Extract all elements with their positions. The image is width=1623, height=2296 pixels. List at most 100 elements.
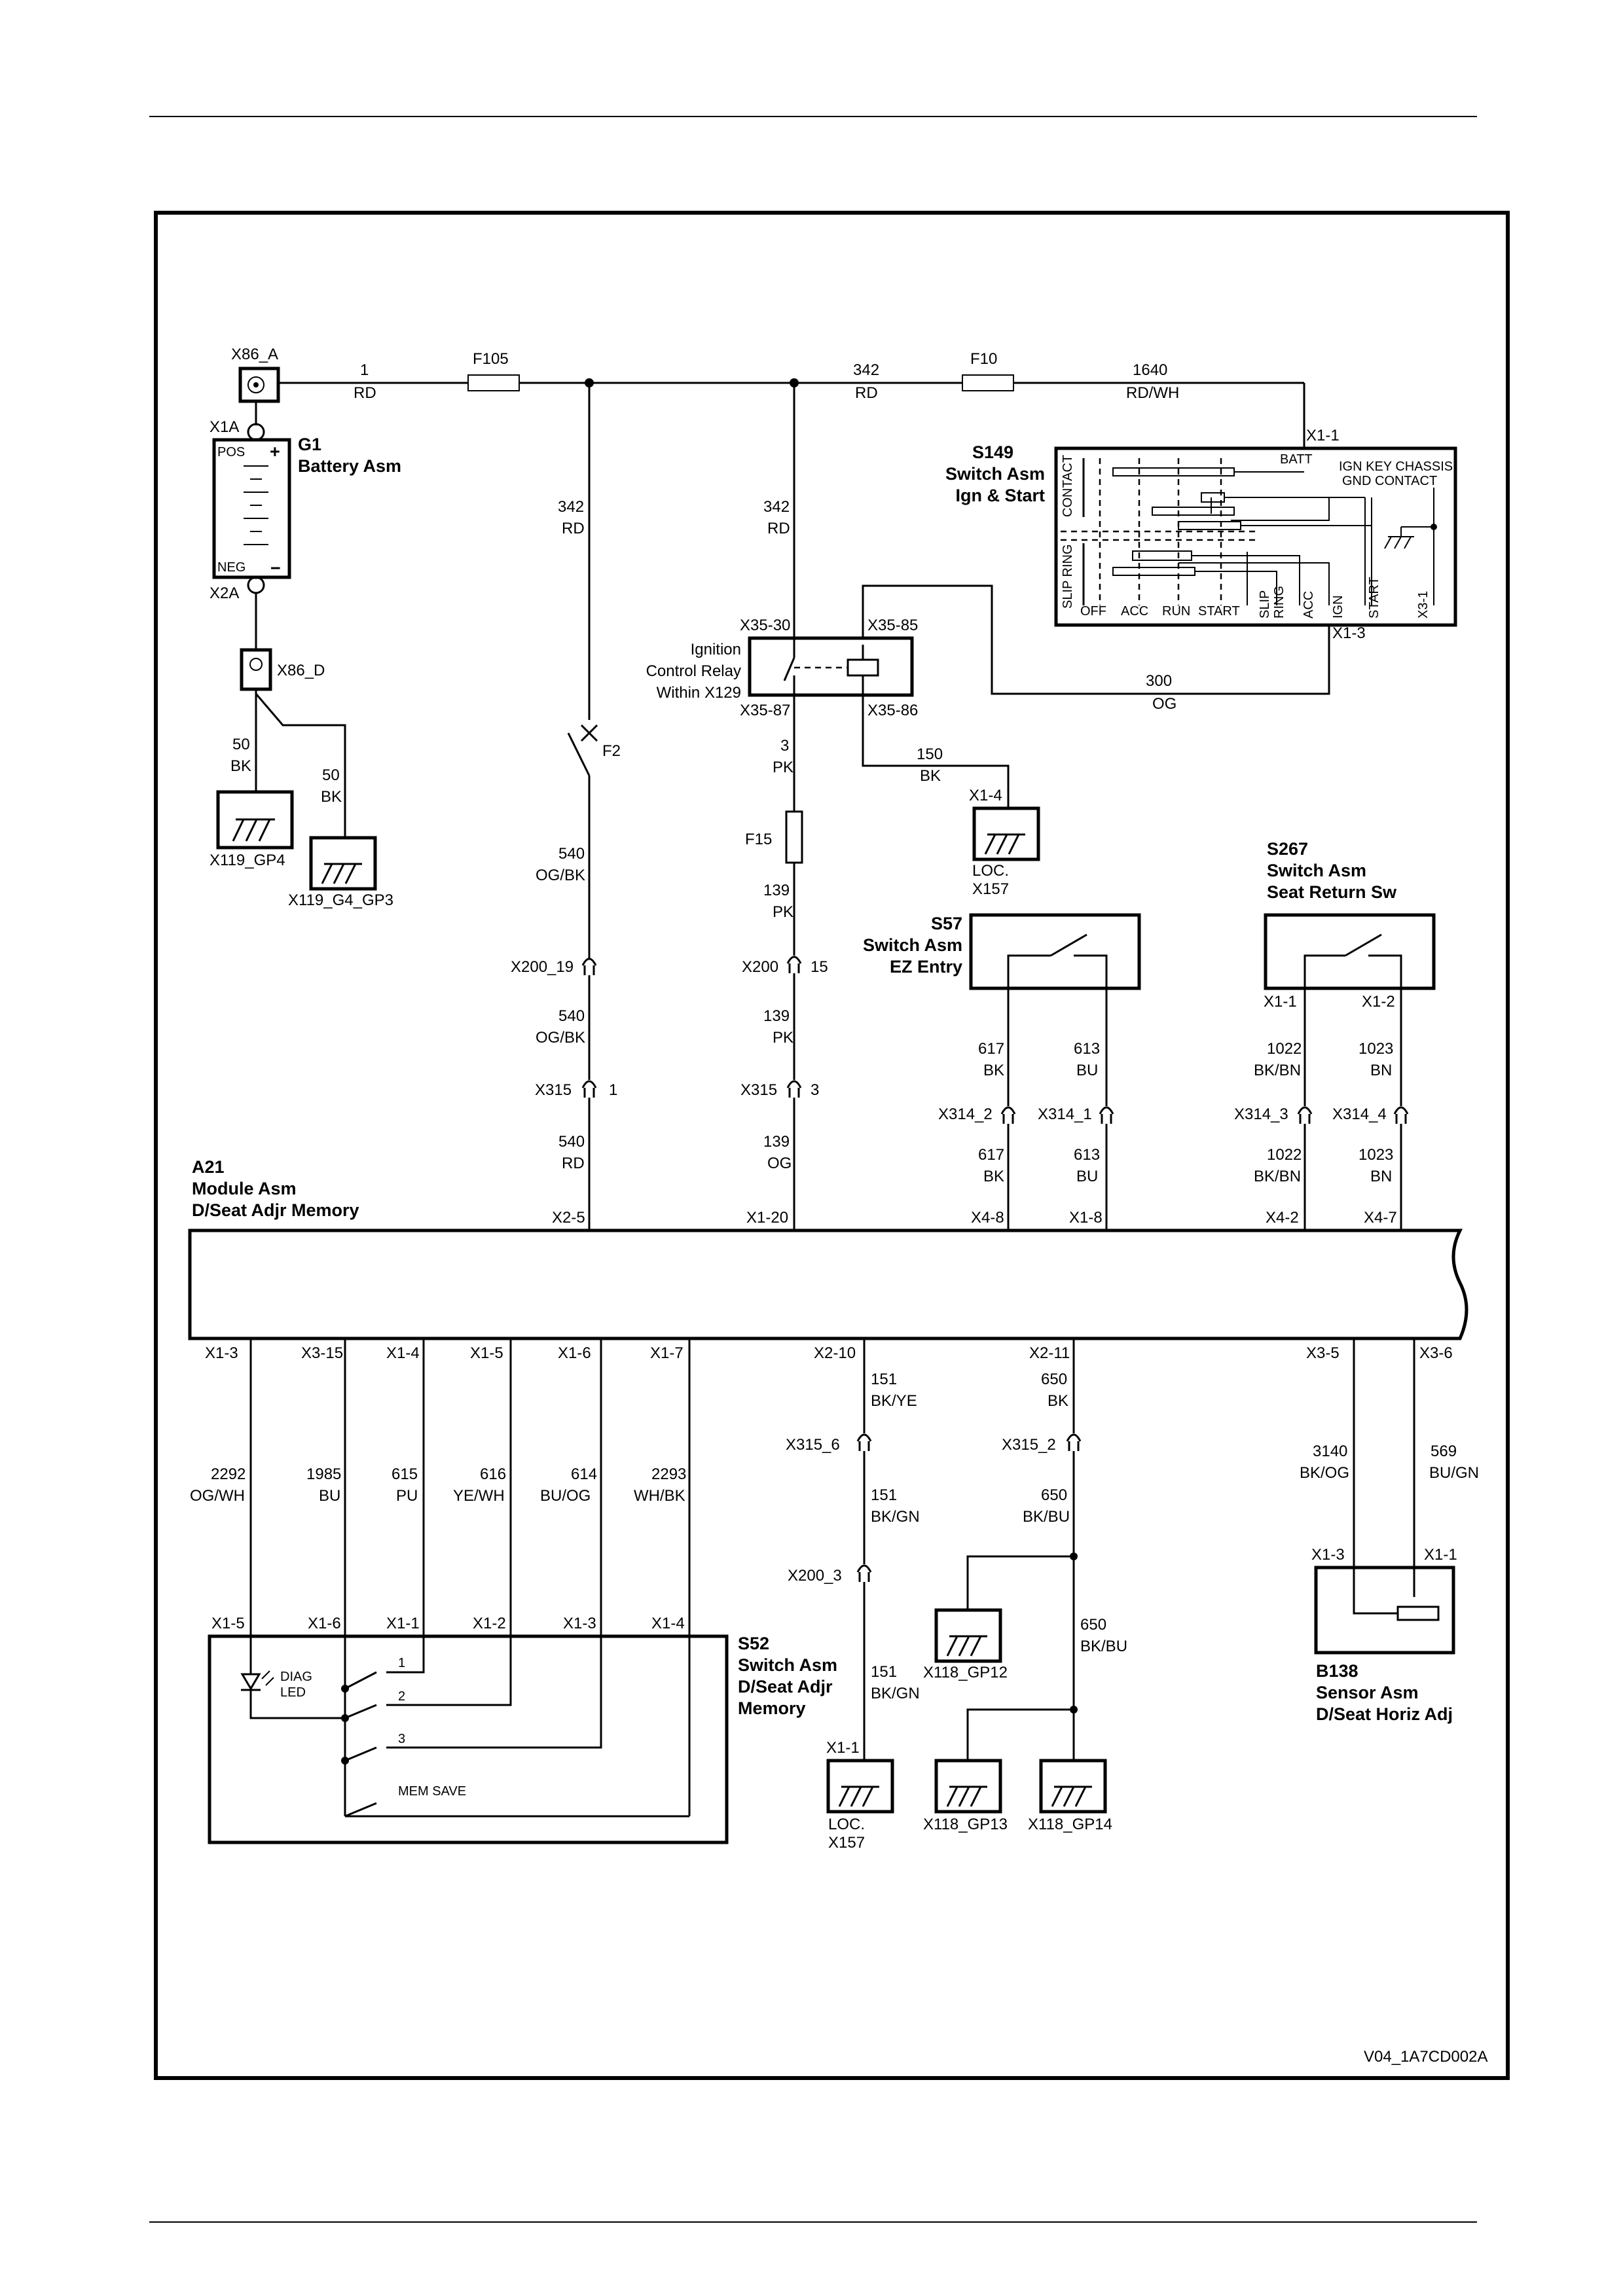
s52-x1-6: X1-6 (308, 1615, 341, 1632)
battery-minus-icon: − (270, 558, 281, 578)
wire-650b-color: BK/BU (1023, 1508, 1070, 1526)
s267-box (1264, 913, 1436, 990)
a21-x1-8: X1-8 (1069, 1209, 1103, 1227)
fuse-f15 (785, 810, 803, 864)
x315-1-pin: 1 (609, 1081, 617, 1099)
wire-617b-color: BK (983, 1168, 1004, 1185)
wire-1640-color: RD/WH (1126, 384, 1179, 402)
a21-x4-8: X4-8 (971, 1209, 1004, 1227)
x86d-ring-icon (249, 658, 263, 671)
wire-540c-number: 540 (558, 1133, 585, 1151)
s267-seat-return-switch: S267 Switch Asm Seat Return Sw X1-1 X1-2… (1234, 839, 1436, 1230)
wire-1022b-number: 1022 (1267, 1146, 1302, 1164)
s149-sub1: Switch Asm (945, 464, 1045, 484)
wire-540b-number: 540 (558, 1007, 585, 1025)
wire-151cc-color: BK/GN (871, 1685, 920, 1702)
x314-4-label: X314_4 (1332, 1105, 1387, 1123)
wire-615-color: PU (396, 1487, 418, 1505)
ground-loc-2: LOC. (828, 1816, 865, 1833)
wire-139b-number: 139 (763, 1007, 790, 1025)
wire-3140-color: BK/OG (1300, 1464, 1349, 1482)
ground-x1-1: X1-1 (826, 1739, 860, 1757)
wire-1023a-number: 1023 (1359, 1040, 1393, 1058)
s149-sub2: Ign & Start (955, 486, 1045, 505)
ground-x157-2: X157 (828, 1834, 865, 1852)
diagram-frame (154, 211, 1510, 2080)
fuse-f15-label: F15 (745, 831, 772, 848)
wire-50a-color: BK (230, 757, 251, 775)
ground-gp4 (216, 790, 294, 850)
wire-139c-number: 139 (763, 1133, 790, 1151)
s52-x1-4: X1-4 (651, 1615, 685, 1632)
a21-sub1: Module Asm (192, 1179, 297, 1198)
fuse-f105-label: F105 (473, 350, 509, 368)
battery-pos: POS (217, 445, 245, 459)
s149-pos-acc: ACC (1121, 604, 1148, 619)
battery-feed: X86_A 1 RD F105 342 RD F10 1640 RD/WH (231, 346, 1305, 448)
a21-x1-6: X1-6 (558, 1344, 591, 1362)
s149-chassis-node (1431, 524, 1437, 530)
s52-box (208, 1634, 729, 1844)
x315-3-label: X315 (740, 1081, 777, 1099)
s52-pos-2: 2 (398, 1689, 405, 1704)
s52-x1-1: X1-1 (386, 1615, 420, 1632)
wire-616-number: 616 (480, 1465, 506, 1483)
relay-title-1: Ignition (691, 641, 741, 658)
s267-title: S267 (1267, 839, 1308, 859)
s52-x1-5: X1-5 (211, 1615, 245, 1632)
a21-x1-4: X1-4 (386, 1344, 420, 1362)
wire-342-number: 342 (853, 361, 879, 379)
ground-gp12-icon (946, 1635, 987, 1657)
wire-1-color: RD (354, 384, 376, 402)
led-rays-icon (261, 1670, 274, 1686)
s149-slipring: SLIP RING (1061, 544, 1075, 609)
s52-pos-1: 1 (398, 1656, 405, 1670)
x1a-pin (247, 423, 265, 441)
wire-613b-color: BU (1076, 1168, 1098, 1185)
a21-x4-2: X4-2 (1266, 1209, 1299, 1227)
a21-sub2: D/Seat Adjr Memory (192, 1200, 359, 1220)
wire-2293-number: 2293 (651, 1465, 686, 1483)
circuit-f2: 342 RD F2 540 OG/BK X200_19 540 OG/BK X3… (511, 383, 621, 1230)
wire-3-number: 3 (780, 737, 789, 755)
ground-gp12-label: X118_GP12 (923, 1664, 1008, 1681)
battery-neg: NEG (217, 560, 246, 575)
wire-650a-number: 650 (1041, 1371, 1067, 1388)
relay-x35-87: X35-87 (740, 702, 790, 719)
b138-x1-3: X1-3 (1311, 1546, 1345, 1564)
wire-614-number: 614 (571, 1465, 597, 1483)
wire-617a-color: BK (983, 1062, 1004, 1079)
wire-1985-color: BU (319, 1487, 340, 1505)
wire-342c-number: 342 (763, 498, 790, 516)
battery-box (212, 438, 291, 579)
wire-50b-number: 50 (322, 766, 340, 784)
wire-1985-number: 1985 (306, 1465, 341, 1483)
s149-contact: CONTACT (1061, 455, 1075, 517)
ground-gp14-icon (1051, 1785, 1092, 1807)
x86d-label: X86_D (277, 662, 325, 679)
diagram-code: V04_1A7CD002A (1364, 2048, 1487, 2066)
wire-650a-color: BK (1048, 1392, 1068, 1410)
s267-sub2: Seat Return Sw (1267, 882, 1397, 902)
wire-342-color: RD (855, 384, 878, 402)
wire-300-color: OG (1152, 695, 1176, 713)
wire-300-number: 300 (1146, 672, 1172, 690)
s149-ignition-switch: X1-1 S149 Switch Asm Ign & Start BATT IG… (862, 427, 1457, 713)
x86a-ring-icon (247, 376, 264, 393)
s52-sub1: Switch Asm (738, 1655, 837, 1675)
wire-617b-number: 617 (978, 1146, 1004, 1164)
a21-module: A21 Module Asm D/Seat Adjr Memory X1-3 X… (188, 1157, 1468, 1362)
relay-x35-30: X35-30 (740, 617, 790, 634)
s267-x1-2: X1-2 (1362, 993, 1395, 1011)
fuse-f10-label: F10 (970, 350, 997, 368)
x86a-terminal (238, 367, 280, 403)
wire-617a-number: 617 (978, 1040, 1004, 1058)
x200-3-connector-icon (856, 1564, 872, 1573)
x314-3-label: X314_3 (1234, 1105, 1288, 1123)
a21-title: A21 (192, 1157, 225, 1177)
wire-50a-number: 50 (232, 736, 250, 753)
battery-g1: X1A POS + NEG − G1 Battery Asm X2A X86_D… (210, 401, 401, 909)
s149-ign-v: IGN (1331, 595, 1345, 619)
wire-614-color: BU/OG (540, 1487, 591, 1505)
x200-19-connector-icon (581, 958, 597, 966)
